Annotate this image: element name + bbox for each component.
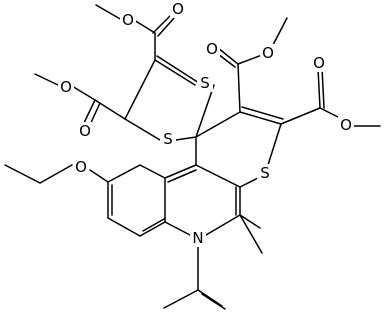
atom-label: O <box>172 0 184 18</box>
atom-label: O <box>60 78 72 96</box>
atom-labels: O O O O S S O O O O S O N <box>58 0 354 247</box>
atom-label: O <box>340 116 352 134</box>
bonds <box>4 4 381 310</box>
atom-label: O <box>262 44 274 62</box>
atom-label: O <box>79 122 91 140</box>
atom-label: S <box>163 130 173 148</box>
atom-label: O <box>75 158 87 176</box>
atom-label: S <box>260 164 270 182</box>
atom-label: N <box>192 229 203 247</box>
atom-label: S <box>200 74 210 92</box>
atom-label: O <box>313 54 325 72</box>
atom-label: O <box>122 11 134 29</box>
atom-label: O <box>206 40 218 58</box>
